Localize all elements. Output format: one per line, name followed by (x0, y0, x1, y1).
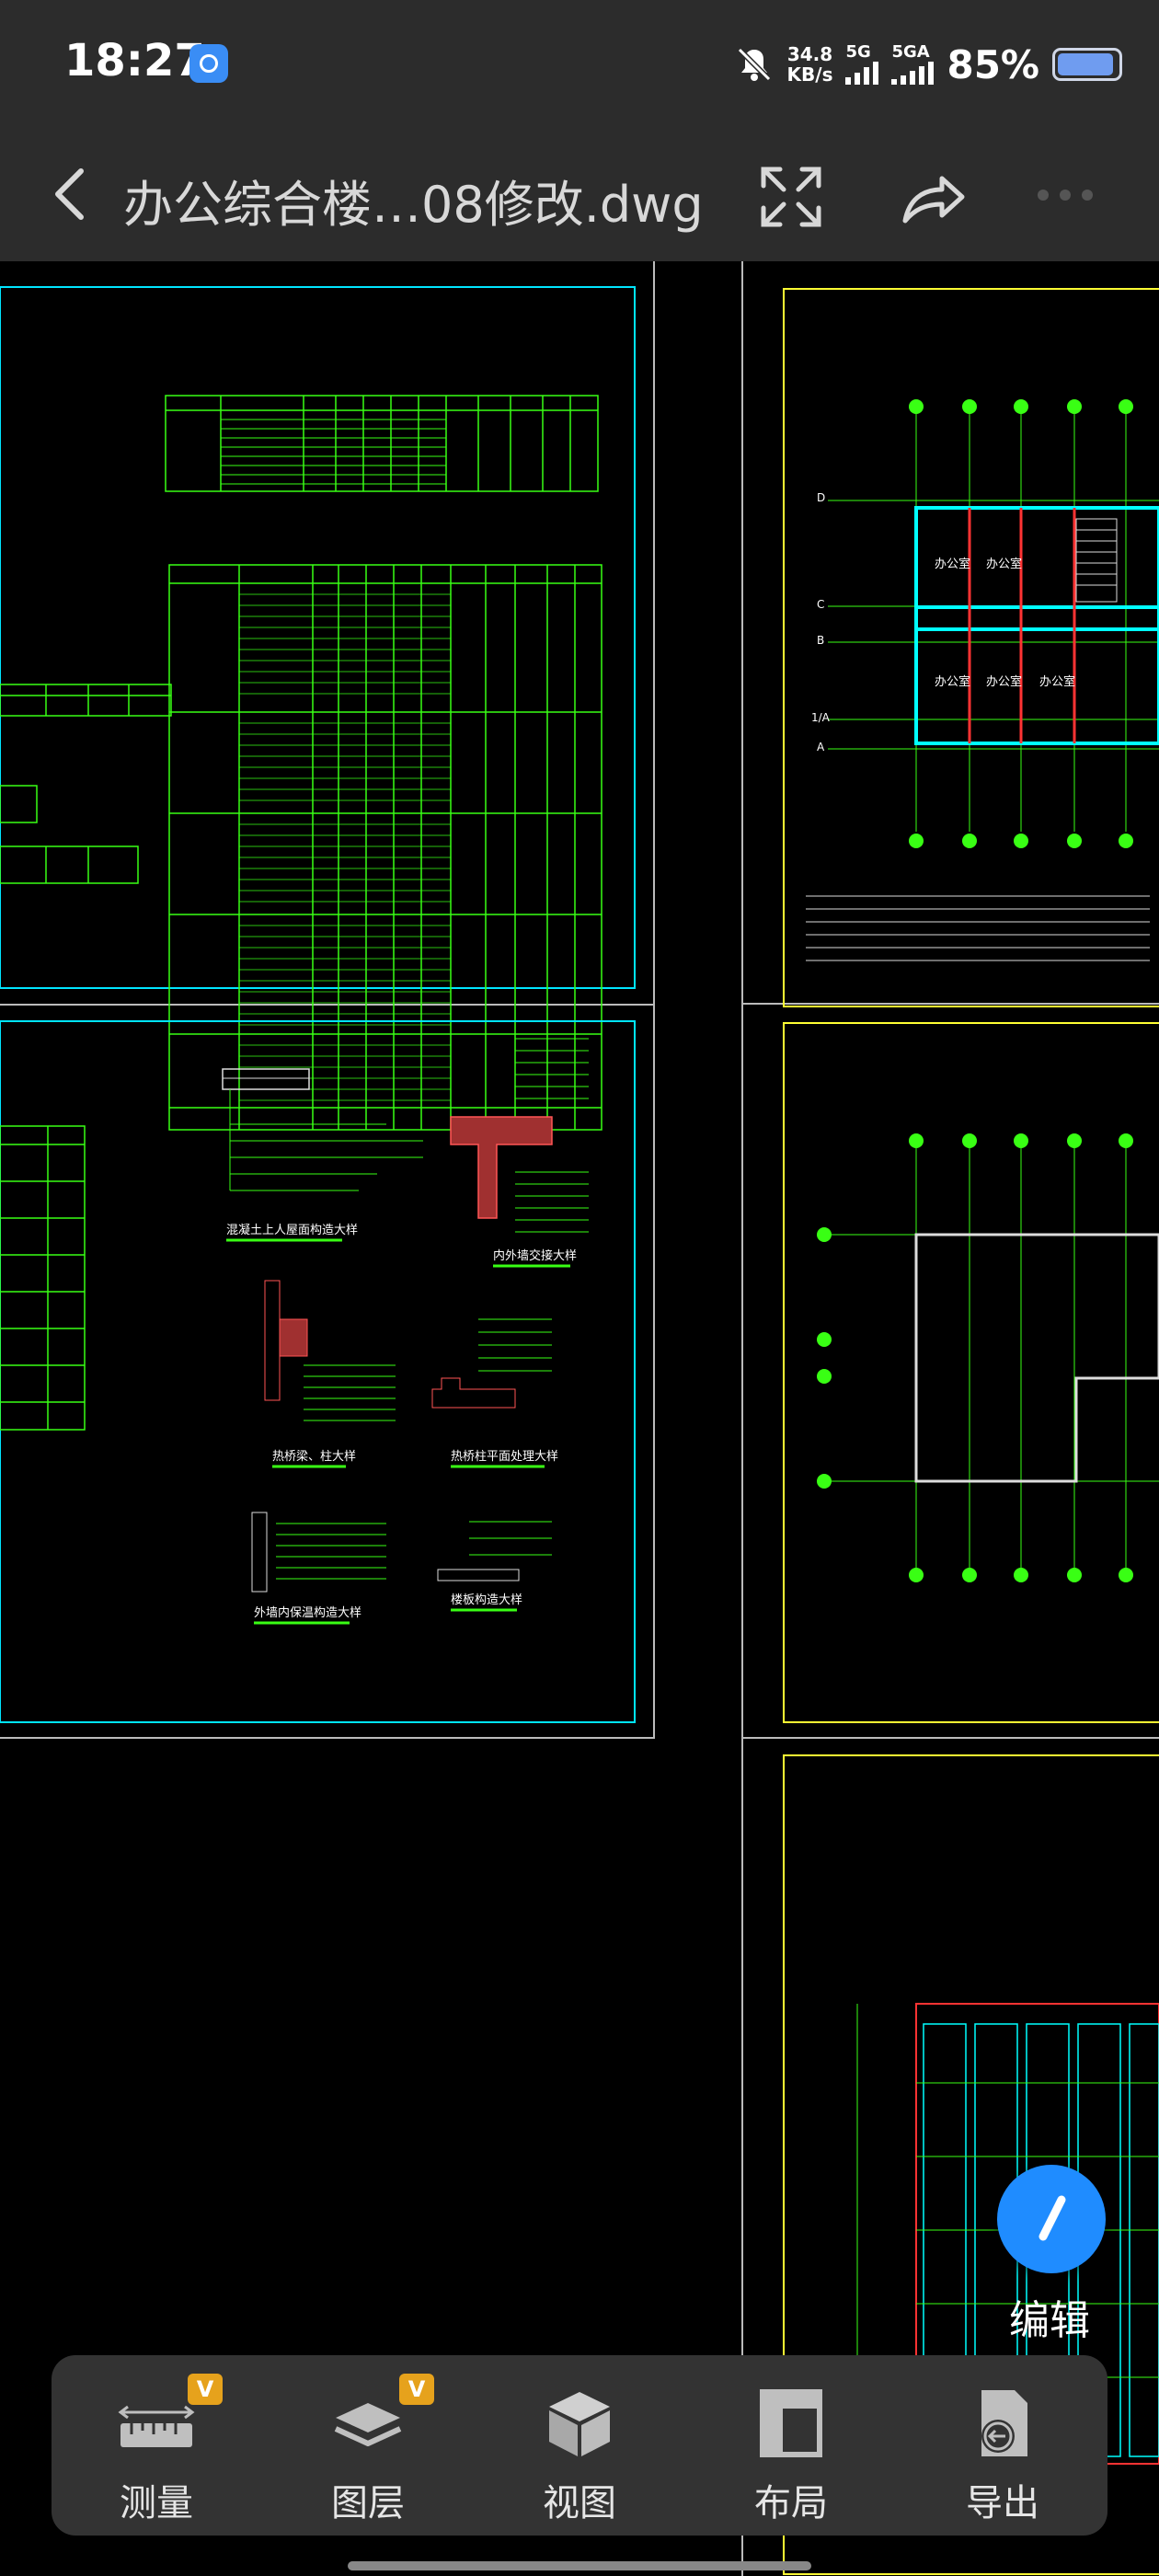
stair (1075, 518, 1118, 603)
detail-title: 热桥梁、柱大样 (272, 1450, 357, 1464)
sheet-border (741, 1737, 1159, 1739)
axis-label: B (817, 634, 825, 647)
vip-badge: V (188, 2374, 223, 2405)
sheet-border (0, 1737, 653, 1739)
layers-button[interactable]: V 图层 (276, 2355, 460, 2536)
room-label: 办公室 (1039, 675, 1076, 689)
sheet-border (741, 1003, 1159, 1005)
room-label: 办公室 (986, 558, 1023, 571)
net-speed-value: 34.8 (786, 43, 833, 65)
layout-button[interactable]: 布局 (699, 2355, 883, 2536)
axis-lines (828, 414, 1159, 832)
sheet-frame-2 (0, 1020, 636, 1723)
layout-label: 布局 (754, 2482, 828, 2524)
axis-label: 1/A (811, 711, 830, 724)
layers-icon (334, 2403, 402, 2446)
sheet-border (653, 261, 655, 1739)
signal-sim1: 5G (845, 42, 879, 85)
back-icon[interactable] (44, 162, 99, 226)
notes-lines (806, 895, 1150, 961)
sheet-border (0, 1004, 653, 1006)
axis-label: A (817, 741, 825, 753)
export-label: 导出 (966, 2482, 1039, 2524)
detail-title-underlines (226, 1238, 570, 1625)
battery-percent: 85% (947, 41, 1039, 87)
room-label: 办公室 (935, 675, 971, 689)
status-bar: 18:27 34.8 KB/s 5G 5GA 85% (0, 0, 1159, 129)
energy-table-2-rows (239, 593, 451, 1101)
roof-plan (817, 1133, 1159, 1582)
sheet-frame-5 (783, 1754, 1159, 2575)
floor-plan (806, 399, 1159, 961)
home-indicator[interactable] (348, 2561, 811, 2570)
partial-table-2 (0, 1125, 86, 1431)
walls (914, 506, 1159, 745)
title-bar: 办公综合楼…08修改.dwg (0, 129, 1159, 261)
structural-columns (968, 508, 1076, 743)
partial-table-left (0, 684, 172, 884)
detail-title: 热桥柱平面处理大样 (451, 1450, 559, 1464)
network-speed: 34.8 KB/s (787, 44, 833, 85)
thermal-bridge-beam-detail (264, 1280, 552, 1421)
measure-label: 测量 (120, 2482, 193, 2524)
energy-table-1 (165, 395, 599, 492)
share-icon[interactable] (898, 162, 968, 232)
axis-label: C (817, 598, 825, 611)
energy-table-1-rows (221, 419, 446, 485)
pencil-icon (1039, 2195, 1066, 2241)
export-icon (981, 2390, 1027, 2456)
sim2-label: 5GA (891, 42, 930, 62)
axis-label: D (817, 491, 826, 504)
axis-bubbles-top (909, 399, 1133, 414)
view-button[interactable]: 视图 (488, 2355, 671, 2536)
fullscreen-icon[interactable] (756, 162, 826, 232)
detail-title: 内外墙交接大样 (493, 1249, 578, 1263)
drawing-canvas[interactable]: 混凝土上人屋面构造大样 内外墙交接大样 热桥梁、柱大样 热桥柱平面处理大样 外墙… (0, 261, 1159, 2576)
detail-title: 楼板构造大样 (451, 1593, 523, 1607)
ruler-icon (118, 2405, 195, 2447)
mute-bell-icon (737, 47, 771, 82)
energy-table-2 (168, 564, 602, 1131)
wall-junction-detail (450, 1038, 589, 1233)
cad-drawing (0, 286, 1159, 2575)
layers-label: 图层 (331, 2482, 405, 2524)
edit-label[interactable]: 编辑 (1009, 2297, 1090, 2344)
cube-icon (549, 2392, 610, 2456)
detail-title: 混凝土上人屋面构造大样 (226, 1224, 359, 1237)
sheet-frame-4 (783, 1022, 1159, 1723)
room-label: 办公室 (935, 558, 971, 571)
roof-detail (222, 1068, 423, 1191)
room-label: 办公室 (986, 675, 1023, 689)
sheet-frame-1 (0, 286, 636, 989)
clock: 18:27 (64, 35, 205, 86)
signal-bars-icon (845, 61, 879, 85)
signal-sim2: 5GA (891, 42, 935, 85)
signal-bars-icon (891, 61, 935, 85)
battery-icon (1052, 48, 1122, 81)
sheet-frame-3 (783, 288, 1159, 1007)
sheet-border (741, 261, 743, 2576)
edit-button[interactable] (997, 2165, 1106, 2273)
view-label: 视图 (543, 2482, 616, 2524)
app-notification-icon (189, 44, 228, 83)
layout-icon (760, 2389, 822, 2457)
export-button[interactable]: 导出 (911, 2355, 1095, 2536)
sim1-label: 5G (845, 42, 871, 62)
detail-title: 外墙内保温构造大样 (254, 1606, 362, 1620)
measure-button[interactable]: V 测量 (64, 2355, 248, 2536)
more-icon[interactable] (1038, 190, 1093, 201)
document-title: 办公综合楼…08修改.dwg (123, 176, 704, 234)
vip-badge: V (399, 2374, 434, 2405)
net-speed-unit: KB/s (786, 63, 833, 86)
bottom-toolbar: V 测量 V 图层 视图 布局 (52, 2355, 1107, 2536)
exterior-wall-detail (251, 1512, 552, 1593)
axis-bubbles-bottom (909, 834, 1133, 848)
